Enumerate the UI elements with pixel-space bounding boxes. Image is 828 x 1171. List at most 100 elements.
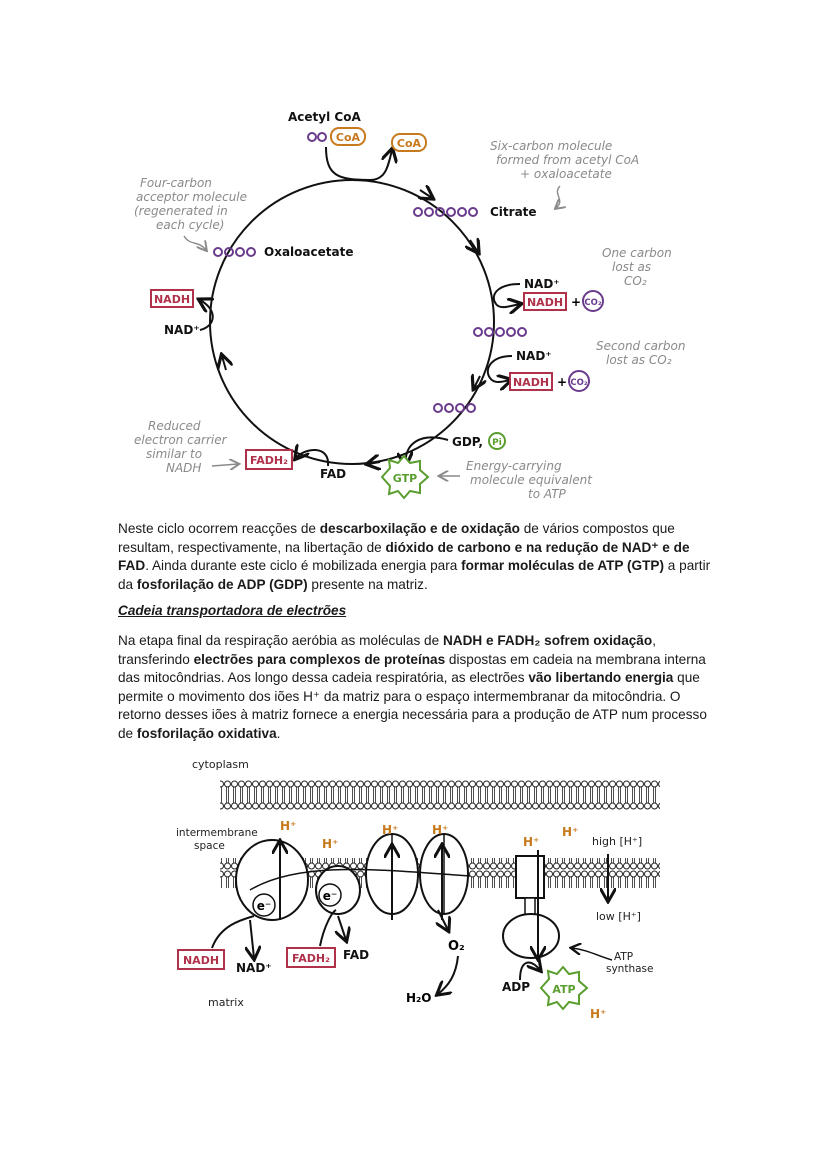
- plus-sign: +: [571, 295, 581, 309]
- gdp-label: GDP,: [452, 435, 483, 449]
- text-span: .: [276, 725, 281, 741]
- electron-transport-chain-diagram: cytoplasm intermembrane space H⁺ H⁺ H⁺ H…: [176, 758, 660, 1021]
- carbon-dot: [317, 132, 327, 142]
- text-span: . Ainda durante este ciclo é mobilizada …: [145, 558, 462, 573]
- nad-reduction-arrow-2: [486, 355, 512, 382]
- h-plus: H⁺: [432, 823, 448, 837]
- h-plus: H⁺: [523, 835, 539, 849]
- fad-etc: FAD: [343, 948, 369, 962]
- fad-label: FAD: [320, 467, 346, 481]
- nadh-oxidation-arrow: [250, 919, 254, 958]
- section-title: Cadeia transportadora de electrões: [118, 603, 347, 618]
- nadh-box-1: [523, 292, 567, 311]
- nadh-box-2: [509, 372, 553, 391]
- nadh-label-etc: NADH: [183, 954, 219, 967]
- reduced-note-1: Reduced: [148, 419, 201, 433]
- water-arrow: [438, 955, 459, 994]
- ring-arrow: [474, 376, 480, 388]
- note-pointer: [556, 185, 560, 208]
- nadh-box-left: [150, 289, 194, 308]
- coa-badge: [330, 127, 366, 146]
- phosphorylation-arrow: [519, 963, 540, 981]
- one-carbon-note-2: lost as: [612, 260, 651, 274]
- acetyl-coa-label: Acetyl CoA: [288, 110, 361, 124]
- reduced-note-4: NADH: [166, 461, 201, 475]
- nadh-label-1: NADH: [527, 296, 563, 309]
- krebs-paragraph: Neste ciclo ocorrem reacções de descarbo…: [118, 520, 718, 594]
- coa-right-label: CoA: [397, 137, 422, 150]
- plus-sign: +: [557, 375, 567, 389]
- carbon-dot: [307, 132, 317, 142]
- text-span: a partir da: [118, 558, 711, 592]
- six-carbon-note-3: + oxaloacetate: [520, 167, 612, 181]
- fadh2-oxidation-arrow: [338, 915, 346, 940]
- bold-span: fosforilação de ADP (GDP): [136, 576, 308, 592]
- one-carbon-note-3: CO₂: [624, 274, 647, 288]
- oxaloacetate-molecule: [213, 247, 256, 257]
- co2-label-2: CO₂: [570, 378, 587, 388]
- atp-synthase-head: [502, 913, 560, 959]
- text-span: , transferindo: [118, 633, 656, 667]
- fadh2-box-etc: [286, 947, 336, 968]
- h-plus: H⁺: [322, 837, 338, 851]
- cytoplasm-label: cytoplasm: [192, 758, 249, 771]
- four-carbon-note-1: Four-carbon: [140, 176, 212, 190]
- low-h-label: low [H⁺]: [596, 910, 641, 923]
- ring-arrow: [222, 356, 226, 371]
- text-span: dispostas em cadeia na membrana interna …: [118, 651, 706, 686]
- electron-circle: [252, 893, 276, 917]
- krebs-cycle-diagram: Acetyl CoA CoA CoA Six-carbon molecule f…: [134, 110, 685, 501]
- bold-span: electrões para complexos de proteínas: [193, 651, 446, 667]
- co2-circle-1: [582, 290, 604, 312]
- co2-label-1: CO₂: [584, 298, 601, 308]
- intermembrane-label-1: intermembrane: [176, 827, 258, 839]
- nad-plus-2: NAD⁺: [516, 349, 552, 363]
- high-h-label: high [H⁺]: [592, 835, 642, 848]
- nadh-box-etc: [177, 949, 225, 970]
- h-plus: H⁺: [590, 1007, 606, 1021]
- four-carbon-molecule: [433, 403, 476, 413]
- text-span: Na etapa final da respiração aeróbia as …: [118, 633, 443, 648]
- six-carbon-note-1: Six-carbon molecule: [490, 139, 612, 153]
- citrate-label: Citrate: [490, 205, 537, 219]
- nad-plus-left: NAD⁺: [164, 323, 200, 337]
- reduced-note-2: electron carrier: [134, 433, 228, 447]
- h-plus: H⁺: [280, 819, 296, 833]
- coa-badge-released: [391, 133, 427, 152]
- one-carbon-note-1: One carbon: [602, 246, 672, 260]
- o2-label: O₂: [448, 939, 465, 954]
- electron-circle: [318, 883, 342, 907]
- h-plus: H⁺: [382, 823, 398, 837]
- bold-span: dióxido de carbono e na redução de NAD⁺ …: [118, 539, 690, 574]
- text-span: de vários compostos que resultam, respec…: [118, 521, 675, 555]
- energy-note-1: Energy-carrying: [466, 459, 562, 473]
- energy-note-3: to ATP: [528, 487, 567, 501]
- text-span: Neste ciclo ocorrem reacções de: [118, 521, 320, 536]
- h-plus: H⁺: [562, 825, 578, 839]
- second-carbon-note-1: Second carbon: [596, 339, 685, 353]
- nad-reduction-arrow-1: [492, 283, 520, 307]
- nadh-label-left: NADH: [154, 293, 190, 306]
- oxygen-arrow: [438, 909, 448, 930]
- six-carbon-note-2: formed from acetyl CoA: [496, 153, 639, 167]
- fadh2-label-etc: FADH₂: [292, 952, 330, 965]
- bold-span: NADH e FADH₂ sofrem oxidação: [442, 633, 653, 648]
- nad-plus-1: NAD⁺: [524, 277, 560, 291]
- intermembrane-label-2: space: [194, 840, 225, 852]
- four-carbon-note-3: (regenerated in: [134, 204, 228, 218]
- fadh2-label: FADH₂: [250, 454, 288, 467]
- bold-span: descarboxilação e de oxidação: [319, 521, 520, 536]
- gtp-burst: [380, 454, 430, 500]
- coa-left-label: CoA: [336, 131, 361, 144]
- outer-membrane: [220, 780, 660, 810]
- cycle-ring: [209, 179, 495, 465]
- ring-arrow: [368, 462, 380, 464]
- citrate-molecule: [413, 207, 478, 217]
- atp-synthase-label-1: ATP: [614, 951, 633, 963]
- co2-circle-2: [568, 370, 590, 392]
- electron-path: [249, 868, 471, 891]
- four-carbon-note-2: acceptor molecule: [136, 190, 247, 204]
- bold-span: formar moléculas de ATP (GTP): [461, 558, 665, 573]
- bold-span: fosforilação oxidativa: [136, 725, 277, 741]
- nad-plus-etc: NAD⁺: [236, 961, 272, 975]
